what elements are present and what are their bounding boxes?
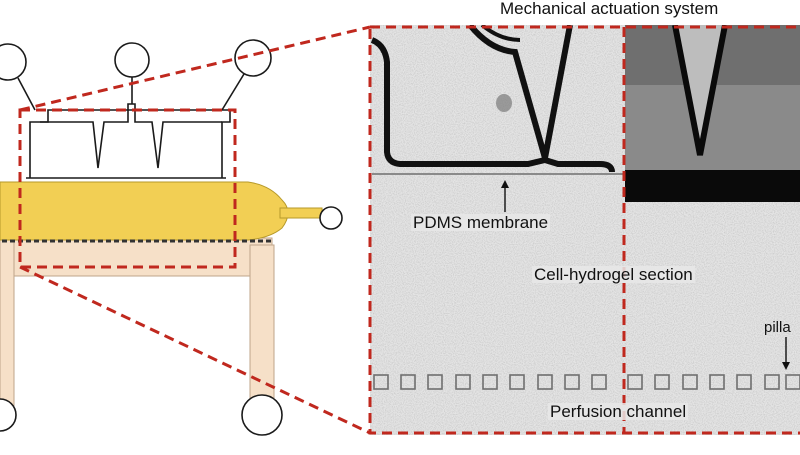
- actuator-chamber-wall: [370, 37, 615, 173]
- figure-title: Mechanical actuation system: [500, 0, 719, 18]
- perfusion-channel-label: Perfusion channel: [548, 402, 689, 421]
- perfusion-port-bottom-right: [241, 394, 283, 436]
- perfusion-port-bottom-left: [0, 398, 17, 432]
- pillar-array: [373, 374, 800, 390]
- device-schematic: [0, 39, 343, 436]
- zoom-region-box: [18, 108, 237, 269]
- pillar-label: pilla: [764, 319, 791, 336]
- perfusion-channel-schematic: [0, 237, 275, 411]
- actuation-chamber-schematic: [17, 72, 245, 179]
- deflected-membrane-band: [625, 170, 800, 202]
- zoom-panel-frame: [368, 25, 800, 435]
- zoom-indicator: [18, 25, 800, 435]
- actuator-tip-right: [672, 25, 728, 156]
- cell-hydrogel-label: Cell-hydrogel section: [532, 265, 695, 284]
- hydrogel-outlet-port: [319, 206, 343, 230]
- pdms-membrane-label: PDMS membrane: [411, 213, 551, 232]
- actuation-port-right: [234, 39, 272, 77]
- hydrogel-channel-schematic: [0, 181, 289, 241]
- actuation-port-left: [0, 43, 27, 81]
- actuation-port-middle: [114, 42, 150, 78]
- microscopy-panel: [370, 25, 800, 435]
- hydrogel-outlet-tube: [279, 207, 323, 219]
